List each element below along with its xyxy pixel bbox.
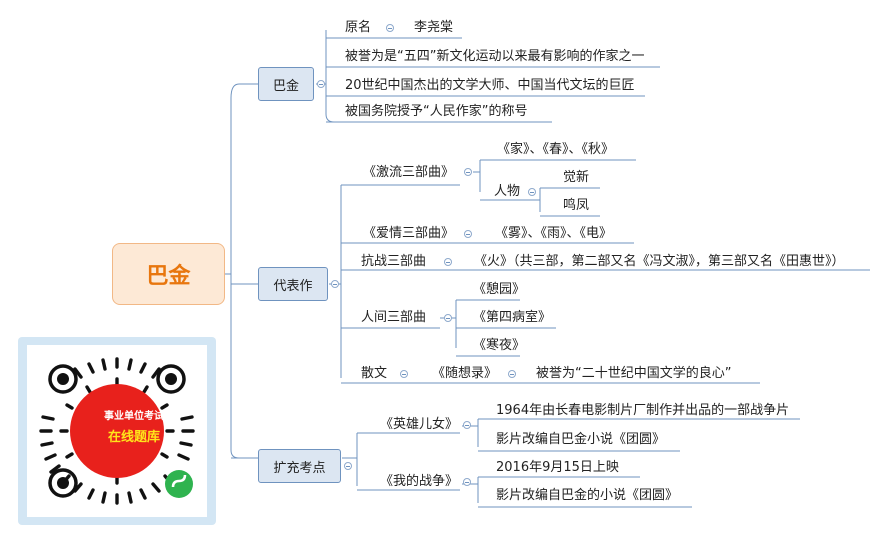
- prose-comment[interactable]: 被誉为“二十世纪中国文学的良心”: [536, 366, 732, 381]
- collapse-toggle-icon[interactable]: [344, 462, 352, 470]
- original-name-value[interactable]: 李尧棠: [414, 20, 454, 35]
- heroes-note-2[interactable]: 影片改编自巴金小说《团圆》: [496, 432, 666, 447]
- branch-bajin[interactable]: 巴金: [258, 67, 314, 101]
- torrent-books[interactable]: 《家》、《春》、《秋》: [497, 142, 615, 157]
- branch-extension[interactable]: 扩充考点: [258, 449, 341, 483]
- collapse-toggle-icon[interactable]: [463, 478, 471, 486]
- human-book-3[interactable]: 《寒夜》: [473, 338, 526, 353]
- title-text[interactable]: 被国务院授予“人民作家”的称号: [345, 104, 528, 119]
- original-name-label[interactable]: 原名: [345, 20, 372, 35]
- branch-works[interactable]: 代表作: [258, 267, 328, 301]
- collapse-toggle-icon[interactable]: [508, 370, 516, 378]
- human-book-1[interactable]: 《憩园》: [473, 282, 526, 297]
- my-war-note-1[interactable]: 2016年9月15日上映: [496, 460, 619, 475]
- qr-caption-line1: 事业单位考试: [104, 411, 164, 422]
- human-trilogy-label[interactable]: 人间三部曲: [361, 310, 427, 325]
- collapse-toggle-icon[interactable]: [528, 188, 536, 196]
- master-text[interactable]: 20世纪中国杰出的文学大师、中国当代文坛的巨匠: [345, 78, 635, 93]
- qr-caption-line2: 在线题库: [107, 430, 160, 445]
- collapse-toggle-icon[interactable]: [463, 421, 471, 429]
- war-books[interactable]: 《火》（共三部，第二部又名《冯文淑》，第三部又名《田惠世》）: [474, 254, 845, 269]
- war-trilogy-label[interactable]: 抗战三部曲: [361, 254, 427, 269]
- collapse-toggle-icon[interactable]: [400, 370, 408, 378]
- root-topic[interactable]: 巴金: [112, 243, 225, 305]
- collapse-toggle-icon[interactable]: [444, 314, 452, 322]
- heroes-note-1[interactable]: 1964年由长春电影制片厂制作并出品的一部战争片: [496, 403, 790, 418]
- human-book-2[interactable]: 《第四病室》: [473, 310, 552, 325]
- love-trilogy-label[interactable]: 《爱情三部曲》: [363, 226, 455, 241]
- praised-as-text[interactable]: 被誉为是“五四”新文化运动以来最有影响的作家之一: [345, 49, 645, 64]
- torrent-trilogy-label[interactable]: 《激流三部曲》: [363, 165, 455, 180]
- collapse-toggle-icon[interactable]: [331, 280, 339, 288]
- collapse-toggle-icon[interactable]: [464, 168, 472, 176]
- collapse-toggle-icon[interactable]: [386, 24, 394, 32]
- collapse-toggle-icon[interactable]: [444, 258, 452, 266]
- my-war-note-2[interactable]: 影片改编自巴金的小说《团圆》: [496, 488, 679, 503]
- branch-works-label: 代表作: [273, 278, 313, 294]
- prose-book[interactable]: 《随想录》: [432, 366, 498, 381]
- collapse-toggle-icon[interactable]: [317, 80, 325, 88]
- heroes-film-label[interactable]: 《英雄儿女》: [380, 417, 459, 432]
- my-war-film-label[interactable]: 《我的战争》: [380, 474, 459, 489]
- branch-bajin-label: 巴金: [272, 78, 299, 94]
- characters-label[interactable]: 人物: [494, 184, 521, 199]
- branch-extension-label: 扩充考点: [273, 460, 326, 476]
- character-juexin[interactable]: 觉新: [563, 170, 590, 185]
- mini-program-code-icon: [39, 357, 195, 505]
- character-mingfeng[interactable]: 鸣凤: [563, 198, 590, 213]
- love-books[interactable]: 《雾》、《雨》、《电》: [495, 226, 613, 241]
- prose-label[interactable]: 散文: [361, 366, 388, 381]
- root-label: 巴金: [146, 264, 191, 289]
- collapse-toggle-icon[interactable]: [464, 230, 472, 238]
